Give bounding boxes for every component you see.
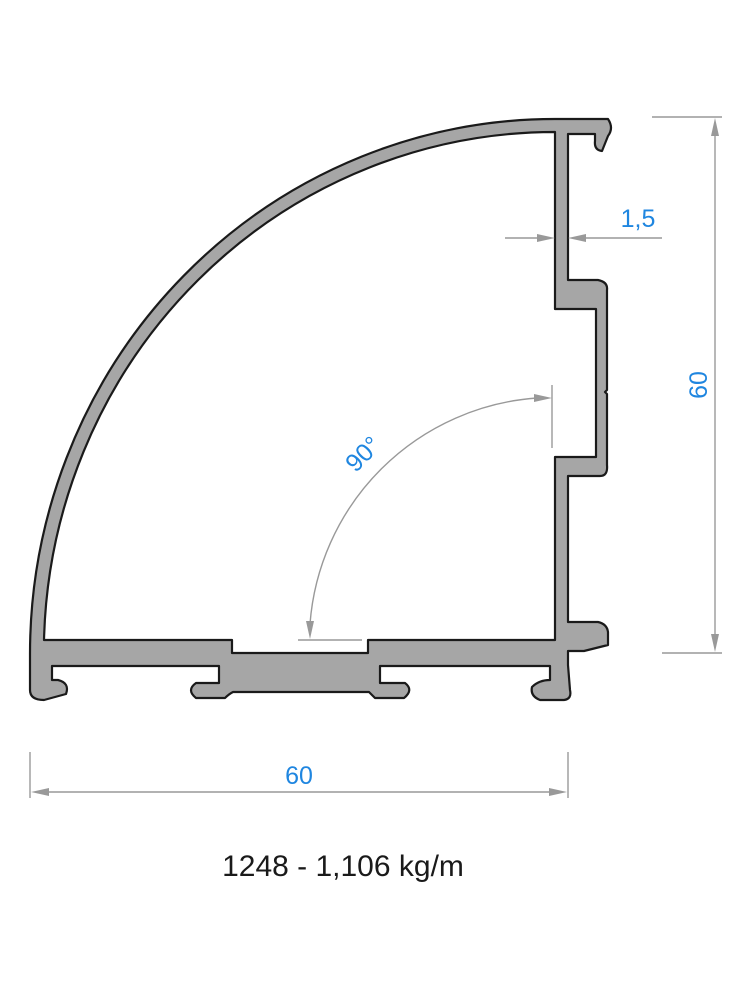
- width-dimension: 60: [29, 752, 569, 798]
- angle-dimension: 90°: [298, 385, 553, 641]
- profile-section: [28, 117, 613, 702]
- thickness-label: 1,5: [621, 205, 656, 233]
- profile-caption: 1248 - 1,106 kg/m: [222, 850, 464, 883]
- width-arrow-left: [31, 788, 49, 796]
- angle-arrow-top: [534, 394, 552, 402]
- aluminium-profile: [28, 117, 613, 702]
- height-arrow-bottom: [711, 634, 719, 652]
- thickness-arrow-left: [537, 234, 555, 242]
- height-label: 60: [685, 371, 713, 399]
- height-arrow-top: [711, 118, 719, 136]
- thickness-arrow-right: [568, 234, 586, 242]
- angle-arc: [309, 397, 538, 625]
- height-dimension: 60: [652, 116, 722, 654]
- width-label: 60: [285, 762, 313, 790]
- thickness-dimension: 1,5: [505, 205, 662, 242]
- width-arrow-right: [549, 788, 567, 796]
- angle-arrow-bottom: [306, 621, 314, 639]
